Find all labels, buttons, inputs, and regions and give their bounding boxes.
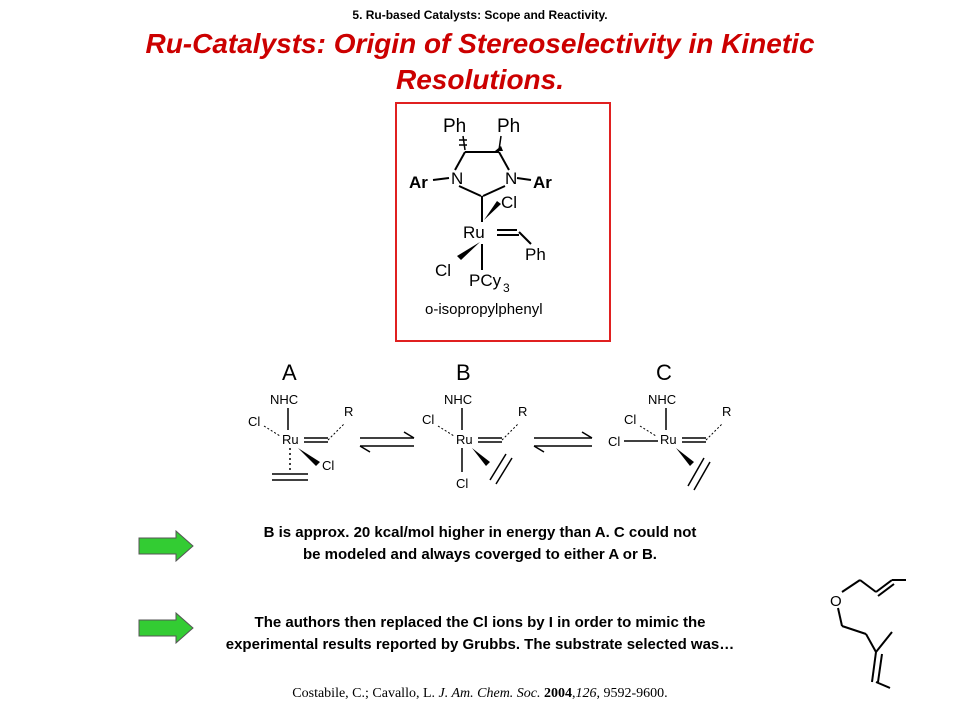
green-arrow-icon (138, 612, 194, 644)
isomer-b-cl2: Cl (456, 476, 468, 491)
isomer-c-nhc: NHC (648, 392, 676, 407)
isomer-c-ru: Ru (660, 432, 677, 447)
green-arrow-icon (138, 530, 194, 562)
n-left-label: N (451, 169, 463, 188)
isomer-a-cl2: Cl (322, 458, 334, 473)
citation-journal: J. Am. Chem. Soc. (438, 686, 541, 701)
isomer-c-structure: NHC Ru Cl Cl R (608, 392, 731, 491)
section-title: 5. Ru-based Catalysts: Scope and Reactiv… (352, 8, 608, 22)
isomer-a-r: R (344, 404, 353, 419)
isomer-c-cl1: Cl (624, 412, 636, 427)
isomer-equilibrium-diagram: A B C NHC Ru Cl R Cl NHC Ru Cl R (248, 360, 731, 491)
citation-year: 2004 (544, 686, 573, 701)
ar-left-label: Ar (409, 173, 428, 192)
pcy-label: PCy (469, 271, 502, 290)
isomer-b-r: R (518, 404, 527, 419)
note-2-line1: The authors then replaced the Cl ions by… (254, 614, 706, 631)
cl-bottom-label: Cl (435, 261, 451, 280)
isomer-a-ru: Ru (282, 432, 299, 447)
citation-volume: 126 (575, 686, 597, 701)
ph-left-label: Ph (443, 116, 466, 137)
slide-title: Ru-Catalysts: Origin of Stereoselectivit… (145, 28, 815, 95)
equilibrium-arrow-ab (359, 431, 415, 453)
citation-pages: , 9592-9600. (596, 686, 668, 701)
note-2-line2: experimental results reported by Grubbs.… (225, 636, 735, 653)
isomer-b-nhc: NHC (444, 392, 472, 407)
isomer-a-structure: NHC Ru Cl R Cl (248, 392, 353, 481)
isomer-c-r: R (722, 404, 731, 419)
note-2: The authors then replaced the Cl ions by… (160, 612, 800, 656)
ar-definition-label: o-isopropylphenyl (425, 301, 543, 318)
isomer-c-cl2: Cl (608, 434, 620, 449)
n-right-label: N (505, 169, 517, 188)
isomer-a-nhc: NHC (270, 392, 298, 407)
ph-alkylidene-label: Ph (525, 245, 546, 264)
citation-authors: Costabile, C.; Cavallo, L. (292, 686, 439, 701)
isomer-b-ru: Ru (456, 432, 473, 447)
catalyst-structure-box: Ph Ph N N Ar Ar Cl Ru Ph Cl PCy 3 o-isop… (395, 102, 611, 342)
isomer-a-cl1: Cl (248, 414, 260, 429)
equilibrium-arrow-bc (533, 431, 593, 453)
isomer-a-label: A (282, 360, 297, 385)
catalyst-structure: Ph Ph N N Ar Ar Cl Ru Ph Cl PCy 3 o-isop… (409, 116, 552, 318)
ph-right-label: Ph (497, 116, 520, 137)
isomer-b-cl1: Cl (422, 412, 434, 427)
citation: Costabile, C.; Cavallo, L. J. Am. Chem. … (292, 686, 668, 701)
ar-right-label: Ar (533, 173, 552, 192)
substrate-structure: O (830, 579, 906, 689)
ru-label: Ru (463, 223, 485, 242)
note-1: B is approx. 20 kcal/mol higher in energ… (150, 522, 810, 566)
substrate-o-label: O (830, 593, 842, 610)
isomer-b-structure: NHC Ru Cl R Cl (422, 392, 527, 491)
note-1-line1: B is approx. 20 kcal/mol higher in energ… (263, 524, 697, 541)
isomer-b-label: B (456, 360, 471, 385)
pcy-subscript: 3 (503, 281, 510, 295)
note-1-line2: be modeled and always coverged to either… (303, 546, 657, 563)
cl-top-label: Cl (501, 193, 517, 212)
isomer-c-label: C (656, 360, 672, 385)
